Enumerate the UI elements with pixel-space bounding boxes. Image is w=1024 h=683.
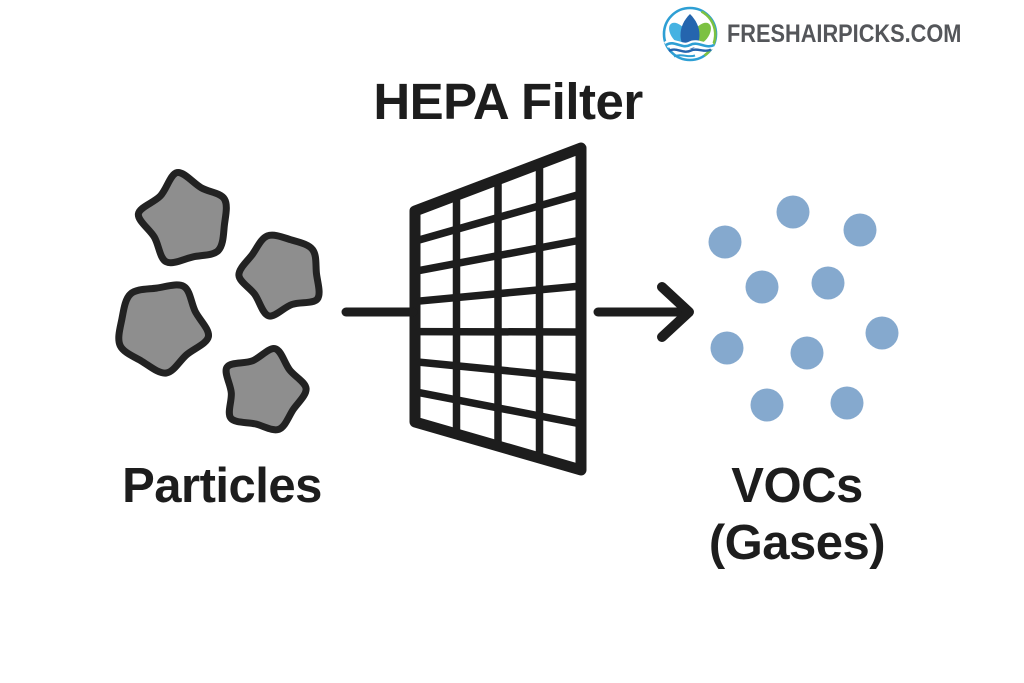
diagram-title: HEPA Filter <box>373 73 643 130</box>
filter-grid-frame <box>409 142 587 476</box>
voc-gas-dot <box>865 316 899 350</box>
filter-grid-horizontal-line <box>413 190 583 245</box>
airflow-arrow-head <box>657 282 694 342</box>
brand-logo-text: FRESHAIRPICKS.COM <box>726 19 961 48</box>
vocs-label: VOCs (Gases) <box>637 458 957 572</box>
vocs-label-line1: VOCs <box>731 459 863 513</box>
filter-grid-horizontal-line <box>414 282 582 306</box>
brand-logo[interactable]: FRESHAIRPICKS.COM <box>661 4 996 64</box>
filter-grid-horizontal-line <box>414 236 582 275</box>
lotus-water-logo-icon <box>662 6 717 62</box>
particle-blob <box>235 231 323 320</box>
voc-gas-dot <box>843 213 877 247</box>
filter-grid-horizontal-line <box>414 357 582 382</box>
voc-gas-dot <box>708 225 742 259</box>
voc-gas-dot <box>811 266 845 300</box>
voc-gas-dot <box>745 270 779 304</box>
particle-blob <box>134 169 230 267</box>
voc-gas-dot <box>790 336 824 370</box>
filter-grid-horizontal-line <box>414 388 582 428</box>
voc-gas-dot <box>750 388 784 422</box>
voc-gas-dot <box>710 331 744 365</box>
particle-blob <box>115 281 212 377</box>
particles-label: Particles <box>122 459 322 513</box>
voc-gas-dot <box>830 386 864 420</box>
particle-blob <box>222 345 310 434</box>
voc-gas-dot <box>776 195 810 229</box>
vocs-label-line2: (Gases) <box>708 516 886 570</box>
